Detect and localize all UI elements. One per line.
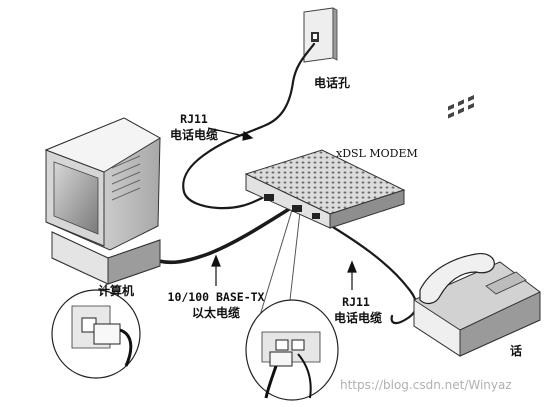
wall-jack — [303, 7, 338, 63]
detail-circle-modem — [245, 299, 339, 401]
rj11-cable-bottom — [316, 216, 418, 325]
label-rj11-bottom-line1: RJ11 — [342, 295, 370, 309]
label-phone-jack: 电话孔 — [314, 76, 351, 90]
label-modem: xDSL MODEM — [336, 147, 418, 160]
label-telephone-partial: 话 — [510, 344, 523, 358]
watermark-url: https://blog.csdn.net/Winyaz — [340, 378, 512, 392]
callout-line-modem-2 — [257, 209, 293, 323]
cables — [91, 42, 418, 325]
label-ethernet-line2: 以太电缆 — [191, 306, 240, 320]
label-rj11-top-line1: RJ11 — [180, 112, 208, 126]
callout-line-modem — [289, 211, 301, 301]
label-computer: 计算机 — [98, 284, 135, 298]
computer — [44, 117, 161, 285]
telephone — [413, 94, 541, 357]
xdsl-modem — [244, 149, 406, 229]
label-rj11-top-line2: 电话电缆 — [169, 128, 218, 142]
ethernet-cable — [148, 204, 296, 265]
label-rj11-bottom-line2: 电话电缆 — [333, 311, 382, 325]
detail-circle-computer — [51, 289, 141, 379]
label-ethernet-line1: 10/100 BASE-TX — [167, 290, 265, 304]
rj11-cable-top — [182, 42, 316, 210]
label-arrows — [207, 127, 357, 290]
